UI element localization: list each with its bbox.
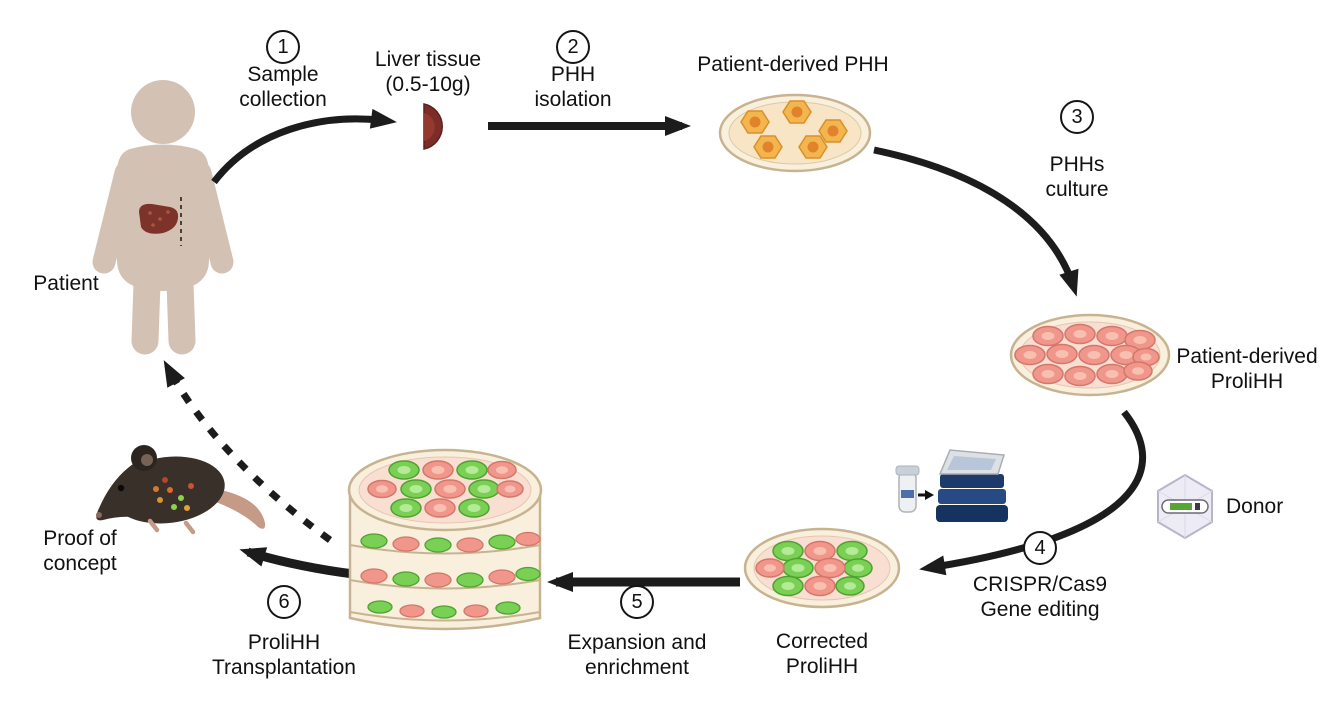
liver-tissue-wedge-icon — [423, 103, 443, 150]
step-2-label: PHH isolation — [534, 63, 612, 111]
prolihh-dish-label: Patient-derived ProliHH — [1176, 345, 1318, 393]
liver-icon — [139, 203, 179, 234]
corrected-dish-label: Corrected ProliHH — [775, 630, 869, 678]
stacked-culture-dishes-icon — [347, 448, 543, 631]
step-6-circle: 6 — [267, 585, 301, 619]
petri-dish-prolihh-icon — [1009, 313, 1171, 397]
patient-label: Patient — [33, 272, 99, 295]
petri-dish-hepatocytes-icon — [718, 93, 872, 173]
donor-capsid-icon — [1157, 473, 1213, 540]
stack-top-cells — [367, 460, 524, 518]
step-3-circle: 3 — [1060, 100, 1094, 134]
arrow-step1 — [211, 108, 397, 185]
human-figure-icon — [92, 80, 234, 355]
flow-arrows — [163, 108, 1147, 592]
phh-cells — [740, 100, 848, 159]
sample-tube-icon — [895, 465, 920, 513]
arrow-return-dashed — [163, 360, 333, 543]
step-6-label: ProliHH Transplantation — [212, 631, 356, 679]
step-4-circle: 4 — [1023, 531, 1057, 565]
engrafted-cell-spots — [153, 477, 194, 511]
stack-layer-cells — [360, 531, 541, 619]
prolihh-cells — [1014, 323, 1160, 387]
step-5-label: Expansion and enrichment — [567, 631, 707, 679]
step-2-circle: 2 — [556, 30, 590, 64]
step-3-label: PHHs culture — [1045, 153, 1109, 201]
phh-dish-label: Patient-derived PHH — [697, 53, 889, 76]
step-1-circle: 1 — [266, 30, 300, 64]
step-4-label: CRISPR/Cas9 Gene editing — [972, 573, 1108, 621]
arrow-step4 — [919, 409, 1147, 576]
donor-label: Donor — [1226, 495, 1284, 518]
corrected-cells — [755, 540, 873, 597]
gene-editing-device-icon — [895, 449, 1008, 522]
mouse-icon — [96, 445, 266, 535]
petri-dish-corrected-icon — [743, 527, 901, 609]
liver-tissue-label: Liver tissue (0.5-10g) — [374, 48, 482, 96]
step-1-label: Sample collection — [239, 63, 327, 111]
step-5-circle: 5 — [620, 585, 654, 619]
proof-of-concept-label: Proof of concept — [43, 527, 117, 575]
arrow-step6 — [239, 547, 355, 579]
arrow-step3 — [873, 146, 1079, 297]
